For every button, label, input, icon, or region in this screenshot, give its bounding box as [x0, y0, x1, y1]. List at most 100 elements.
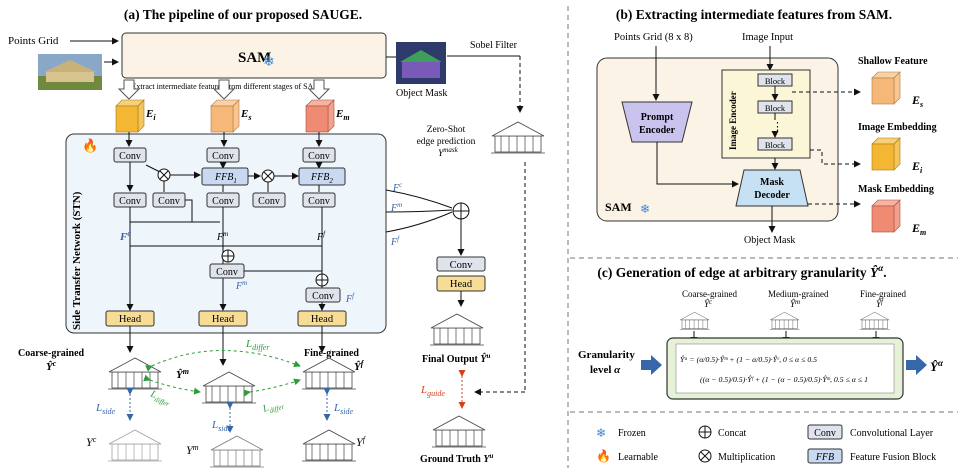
label-ff-tilde: Ff	[345, 292, 355, 305]
label-em: Em	[335, 108, 350, 122]
svg-text:Block: Block	[765, 140, 786, 150]
svg-text:Head: Head	[119, 314, 142, 325]
svg-text:Shallow Feature: Shallow Feature	[858, 56, 928, 67]
svg-text:FFB: FFB	[815, 452, 834, 463]
svg-text:Conv: Conv	[119, 151, 141, 162]
svg-text:Conv: Conv	[450, 260, 474, 271]
svg-text:⋮: ⋮	[772, 121, 783, 133]
extract-arrow-3	[307, 79, 331, 100]
l-differ-top: Ldiffer	[245, 338, 270, 352]
cube-mask-embedding	[871, 199, 901, 233]
svg-text:Image Embedding: Image Embedding	[858, 122, 937, 133]
ground-truth-label: Ground Truth Yu	[420, 452, 493, 465]
svg-text:Head: Head	[450, 279, 473, 290]
ground-truth-image	[431, 415, 487, 448]
extract-arrow-2	[212, 79, 236, 100]
svg-text:Ŷc: Ŷc	[704, 298, 713, 309]
cube-es	[210, 99, 240, 133]
svg-text:Block: Block	[765, 76, 786, 86]
cube-ei	[115, 99, 145, 133]
svg-text:FFB2: FFB2	[310, 172, 333, 185]
l-differ-left: Ldiffer	[147, 388, 172, 408]
svg-text:Image Encoder: Image Encoder	[728, 91, 738, 150]
legend-ffb-box	[807, 448, 843, 464]
svg-text:Ŷm: Ŷm	[790, 298, 800, 309]
svg-text:Medium-grained: Medium-grained	[768, 289, 829, 299]
l-guide-label: Lguide	[420, 384, 445, 398]
points-grid-label: Points Grid	[8, 35, 59, 47]
cube-em	[305, 99, 335, 133]
prompt-encoder	[621, 101, 693, 143]
title-c: (c) Generation of edge at arbitrary gran…	[597, 263, 886, 280]
cube-image-embedding	[871, 137, 901, 171]
svg-text:edge prediction: edge prediction	[417, 137, 476, 147]
cube-shallow	[871, 71, 901, 105]
snowflake-icon: ❄	[263, 55, 275, 70]
gt-medium-image	[209, 435, 265, 468]
svg-text:Mask: Mask	[760, 177, 784, 188]
svg-text:Granularity: Granularity	[578, 349, 635, 361]
svg-text:level α: level α	[590, 364, 621, 376]
conv-c3-mid	[302, 192, 336, 208]
object-mask-label: Object Mask	[396, 88, 447, 99]
svg-text:Decoder: Decoder	[754, 190, 790, 201]
label-fc: Fc	[119, 229, 131, 243]
svg-text:Mask Embedding: Mask Embedding	[858, 184, 934, 195]
flame-icon: 🔥	[82, 138, 98, 153]
svg-text:FFB1: FFB1	[214, 172, 237, 185]
conv-final	[436, 256, 486, 272]
svg-text:Coarse-grained: Coarse-grained	[682, 289, 737, 299]
svg-text:Encoder: Encoder	[639, 125, 676, 136]
legend-conv-box	[807, 424, 843, 440]
label-ff: Ff	[316, 230, 326, 243]
svg-text:Conv: Conv	[258, 196, 280, 207]
svg-text:Multiplication: Multiplication	[718, 452, 775, 463]
svg-text:SAM: SAM	[605, 200, 632, 214]
formula-line-1: Ŷᵅ = (α/0.5)·Ŷᵐ + (1 − α/0.5)·Ŷᶜ, 0 ≤ α …	[680, 354, 817, 364]
l-side-coarse: Lside	[95, 402, 115, 416]
svg-text:Fine-grained: Fine-grained	[860, 289, 906, 299]
svg-text:Fm: Fm	[390, 201, 402, 214]
input-image	[38, 54, 102, 90]
svg-text:Es: Es	[911, 93, 923, 109]
coarse-label: Coarse-grained	[18, 348, 85, 359]
svg-text:Head: Head	[212, 314, 235, 325]
svg-text:Image Input: Image Input	[742, 32, 793, 43]
fine-output-image	[301, 357, 357, 390]
svg-text:Em: Em	[911, 221, 926, 237]
svg-text:Feature Fusion Block: Feature Fusion Block	[850, 452, 936, 463]
sam-box	[121, 32, 387, 79]
gt-coarse-image	[107, 429, 163, 462]
l-side-fine: Lside	[333, 402, 353, 416]
granularity-fine-image	[859, 311, 890, 330]
conv-c3-fuse	[305, 287, 341, 303]
svg-text:Ei: Ei	[911, 159, 923, 175]
svg-text:Ymask: Ymask	[438, 146, 459, 159]
svg-text:Block: Block	[765, 103, 786, 113]
arrow-into-formula	[641, 355, 662, 375]
l-side-medium: Lside	[211, 419, 231, 433]
svg-text:Convolutional Layer: Convolutional Layer	[850, 428, 934, 439]
svg-text:Yf: Yf	[356, 435, 367, 449]
svg-text:Object Mask: Object Mask	[744, 235, 795, 246]
legend-snowflake-icon: ❄	[596, 426, 606, 440]
extract-arrow-1	[117, 79, 141, 100]
title-b: (b) Extracting intermediate features fro…	[616, 7, 892, 22]
svg-text:Fc: Fc	[392, 181, 403, 194]
svg-text:Ŷf: Ŷf	[354, 359, 365, 373]
svg-text:Ŷα: Ŷα	[930, 358, 944, 374]
l-differ-arc-top	[145, 350, 301, 372]
sobel-filter-label: Sobel Filter	[470, 40, 518, 51]
gt-fine-image	[301, 429, 357, 462]
object-mask-image	[396, 42, 446, 84]
svg-text:Conv: Conv	[216, 267, 238, 278]
svg-text:Head: Head	[311, 314, 334, 325]
svg-text:Frozen: Frozen	[618, 428, 646, 439]
snowflake-icon-b: ❄	[640, 202, 650, 216]
svg-text:Concat: Concat	[718, 428, 747, 439]
svg-text:Ŷm: Ŷm	[176, 367, 189, 381]
label-fm-1: Fm	[216, 230, 228, 243]
label-fm-tilde: Fm	[235, 279, 247, 292]
svg-text:Learnable: Learnable	[618, 452, 659, 463]
